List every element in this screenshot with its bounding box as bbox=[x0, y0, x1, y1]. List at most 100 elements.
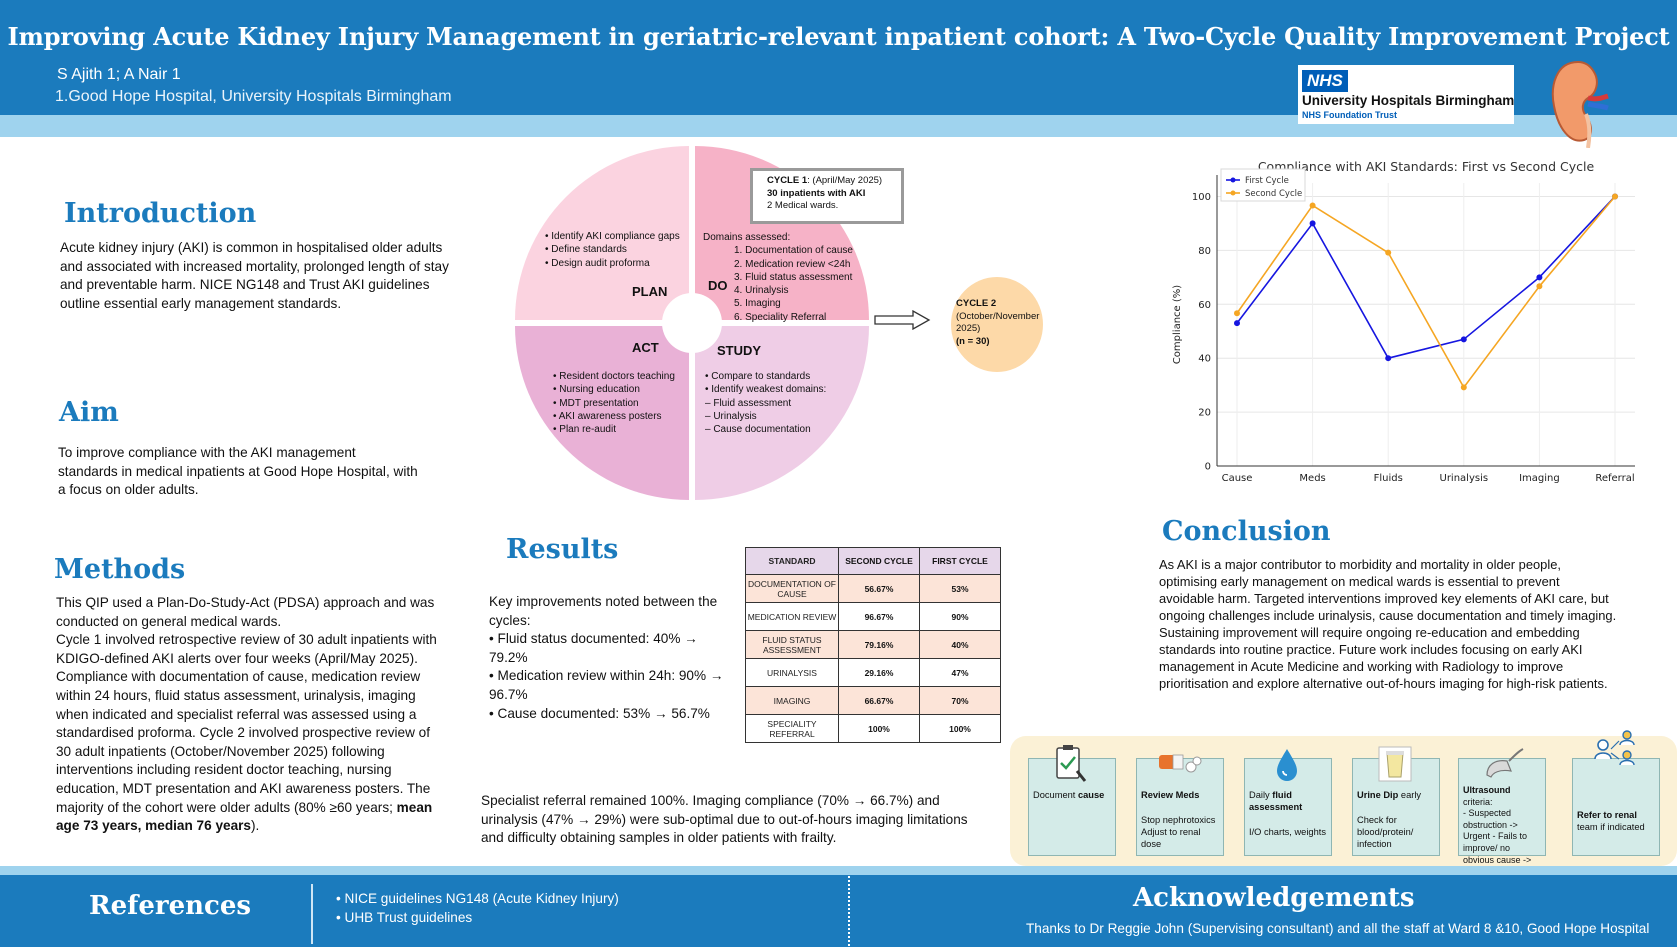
nhs-mark: NHS bbox=[1302, 70, 1348, 92]
table-row: URINALYSIS 29.16% 47% bbox=[745, 658, 1001, 687]
do-item: 1. Documentation of cause bbox=[734, 245, 853, 257]
table-cell: 53% bbox=[919, 574, 1001, 603]
card-text-bold: cause bbox=[1077, 790, 1105, 800]
card-text-bold: fluid assessment bbox=[1249, 790, 1303, 813]
legend-label: Second Cycle bbox=[1245, 189, 1302, 199]
cycle1-dates: : (April/May 2025) bbox=[807, 175, 883, 186]
reference-item: • NICE guidelines NG148 (Acute Kidney In… bbox=[336, 891, 619, 906]
study-quadrant bbox=[695, 326, 869, 500]
footer-band bbox=[0, 875, 1677, 947]
y-tick-label: 80 bbox=[1198, 246, 1211, 257]
table-cell: URINALYSIS bbox=[745, 658, 839, 687]
do-item: 2. Medication review <24h bbox=[734, 258, 851, 270]
methods-p1: This QIP used a Plan-Do-Study-Act (PDSA)… bbox=[56, 595, 435, 629]
table-header: SECOND CYCLE bbox=[838, 547, 920, 575]
references-list: • NICE guidelines NG148 (Acute Kidney In… bbox=[336, 889, 619, 927]
card-text-part: Check for blood/protein/ infection bbox=[1357, 814, 1414, 850]
results-bullet: • Cause documented: 53% → 56.7% bbox=[489, 705, 710, 721]
cycle2-circle bbox=[951, 277, 1043, 372]
do-label: DO bbox=[708, 278, 728, 293]
legend-marker bbox=[1230, 177, 1236, 183]
kidney-icon bbox=[1551, 60, 1609, 148]
plan-item: • Define standards bbox=[545, 244, 627, 256]
table-cell: 96.67% bbox=[838, 602, 920, 631]
card-ultrasound: Ultrasound criteria:- Suspected obstruct… bbox=[1458, 748, 1546, 876]
act-quadrant bbox=[515, 326, 689, 500]
urine-cup-icon bbox=[1378, 746, 1412, 782]
do-items: Domains assessed: 1. Documentation of ca… bbox=[703, 231, 853, 324]
table-cell: SPECIALITY REFERRAL bbox=[745, 714, 839, 743]
legend-marker bbox=[1230, 190, 1236, 196]
data-point bbox=[1234, 320, 1240, 327]
act-label: ACT bbox=[632, 340, 659, 355]
table-cell: 40% bbox=[919, 630, 1001, 659]
card-text-bold: Urine Dip bbox=[1357, 790, 1399, 800]
card-text: Refer to renal team if indicated bbox=[1577, 809, 1655, 834]
results-bullet: • Medication review within 24h: 90% → 96… bbox=[489, 668, 724, 702]
do-item: 5. Imaging bbox=[734, 298, 781, 310]
x-tick-label: Fluids bbox=[1374, 473, 1403, 484]
cycle2-n: (n = 30) bbox=[956, 335, 990, 347]
pills-icon bbox=[1159, 754, 1202, 773]
study-items: • Compare to standards • Identify weakes… bbox=[705, 370, 826, 436]
y-tick-label: 20 bbox=[1198, 408, 1211, 419]
footer-strip bbox=[0, 866, 1677, 875]
cycle1-wards: 2 Medical wards. bbox=[767, 200, 839, 211]
x-tick-label: Imaging bbox=[1519, 473, 1560, 484]
data-point bbox=[1460, 384, 1467, 391]
people-network-icon bbox=[1594, 730, 1635, 766]
cycle1-label: CYCLE 1 bbox=[767, 175, 808, 186]
do-item: 4. Urinalysis bbox=[734, 285, 789, 297]
table-header: FIRST CYCLE bbox=[919, 547, 1001, 575]
results-footnote: Specialist referral remained 100%. Imagi… bbox=[481, 793, 968, 846]
do-item: 3. Fluid status assessment bbox=[734, 271, 853, 283]
data-point bbox=[1385, 249, 1392, 256]
data-point bbox=[1460, 336, 1467, 343]
cycle2-dates: (October/November 2025) bbox=[956, 310, 1040, 335]
references-heading: References bbox=[89, 891, 252, 921]
card-text-part: Document bbox=[1033, 790, 1078, 800]
table-cell: 100% bbox=[838, 714, 920, 743]
card-text-part: Daily bbox=[1249, 790, 1273, 800]
conclusion-heading: Conclusion bbox=[1162, 516, 1331, 547]
cycle2-text: CYCLE 2 (October/November 2025) (n = 30) bbox=[956, 298, 1046, 348]
footer-divider bbox=[311, 884, 313, 944]
methods-heading: Methods bbox=[54, 554, 186, 585]
card-document-cause: Document cause bbox=[1028, 745, 1116, 856]
table-row: DOCUMENTATION OF CAUSE 56.67% 53% bbox=[745, 574, 1001, 603]
y-tick-label: 0 bbox=[1205, 462, 1211, 473]
acknowledgements-text: Thanks to Dr Reggie John (Supervising co… bbox=[1026, 921, 1650, 936]
footer-dotted-divider bbox=[848, 876, 850, 946]
introduction-heading: Introduction bbox=[64, 198, 257, 229]
table-cell: MEDICATION REVIEW bbox=[745, 602, 839, 631]
plan-item: • Design audit proforma bbox=[545, 257, 650, 269]
table-cell: IMAGING bbox=[745, 686, 839, 715]
card-text-part: team if indicated bbox=[1577, 822, 1645, 833]
data-point bbox=[1385, 355, 1392, 362]
card-text-part: Stop nephrotoxics Adjust to renal dose bbox=[1141, 814, 1216, 850]
card-text-part: I/O charts, weights bbox=[1249, 826, 1326, 837]
table-row: MEDICATION REVIEW 96.67% 90% bbox=[745, 602, 1001, 631]
y-axis-label: Compliance (%) bbox=[1172, 285, 1183, 364]
reference-item: • UHB Trust guidelines bbox=[336, 910, 473, 925]
table-header-row: STANDARD SECOND CYCLE FIRST CYCLE bbox=[745, 547, 1001, 575]
table-header: STANDARD bbox=[745, 547, 839, 575]
pdsa-cycle-diagram bbox=[515, 146, 869, 500]
results-table: STANDARD SECOND CYCLE FIRST CYCLE DOCUME… bbox=[745, 547, 1001, 743]
data-point bbox=[1536, 274, 1543, 281]
act-item: • MDT presentation bbox=[553, 397, 639, 409]
methods-p2-bold: mean age 73 years, median 76 years bbox=[56, 799, 433, 834]
study-item: • Compare to standards bbox=[705, 371, 811, 382]
do-quadrant bbox=[695, 146, 869, 320]
table-cell: FLUID STATUS ASSESSMENT bbox=[745, 630, 839, 659]
nhs-org-name: University Hospitals Birmingham bbox=[1302, 93, 1515, 108]
legend-label: First Cycle bbox=[1245, 176, 1289, 186]
table-cell: 56.67% bbox=[838, 574, 920, 603]
act-items: • Resident doctors teaching • Nursing ed… bbox=[553, 370, 675, 436]
conclusion-text: As AKI is a major contributor to morbidi… bbox=[1159, 557, 1617, 691]
acknowledgements-heading: Acknowledgements bbox=[1133, 883, 1415, 913]
card-text-bold: Refer to renal bbox=[1577, 810, 1637, 820]
nhs-trust-name: NHS Foundation Trust bbox=[1302, 110, 1397, 120]
